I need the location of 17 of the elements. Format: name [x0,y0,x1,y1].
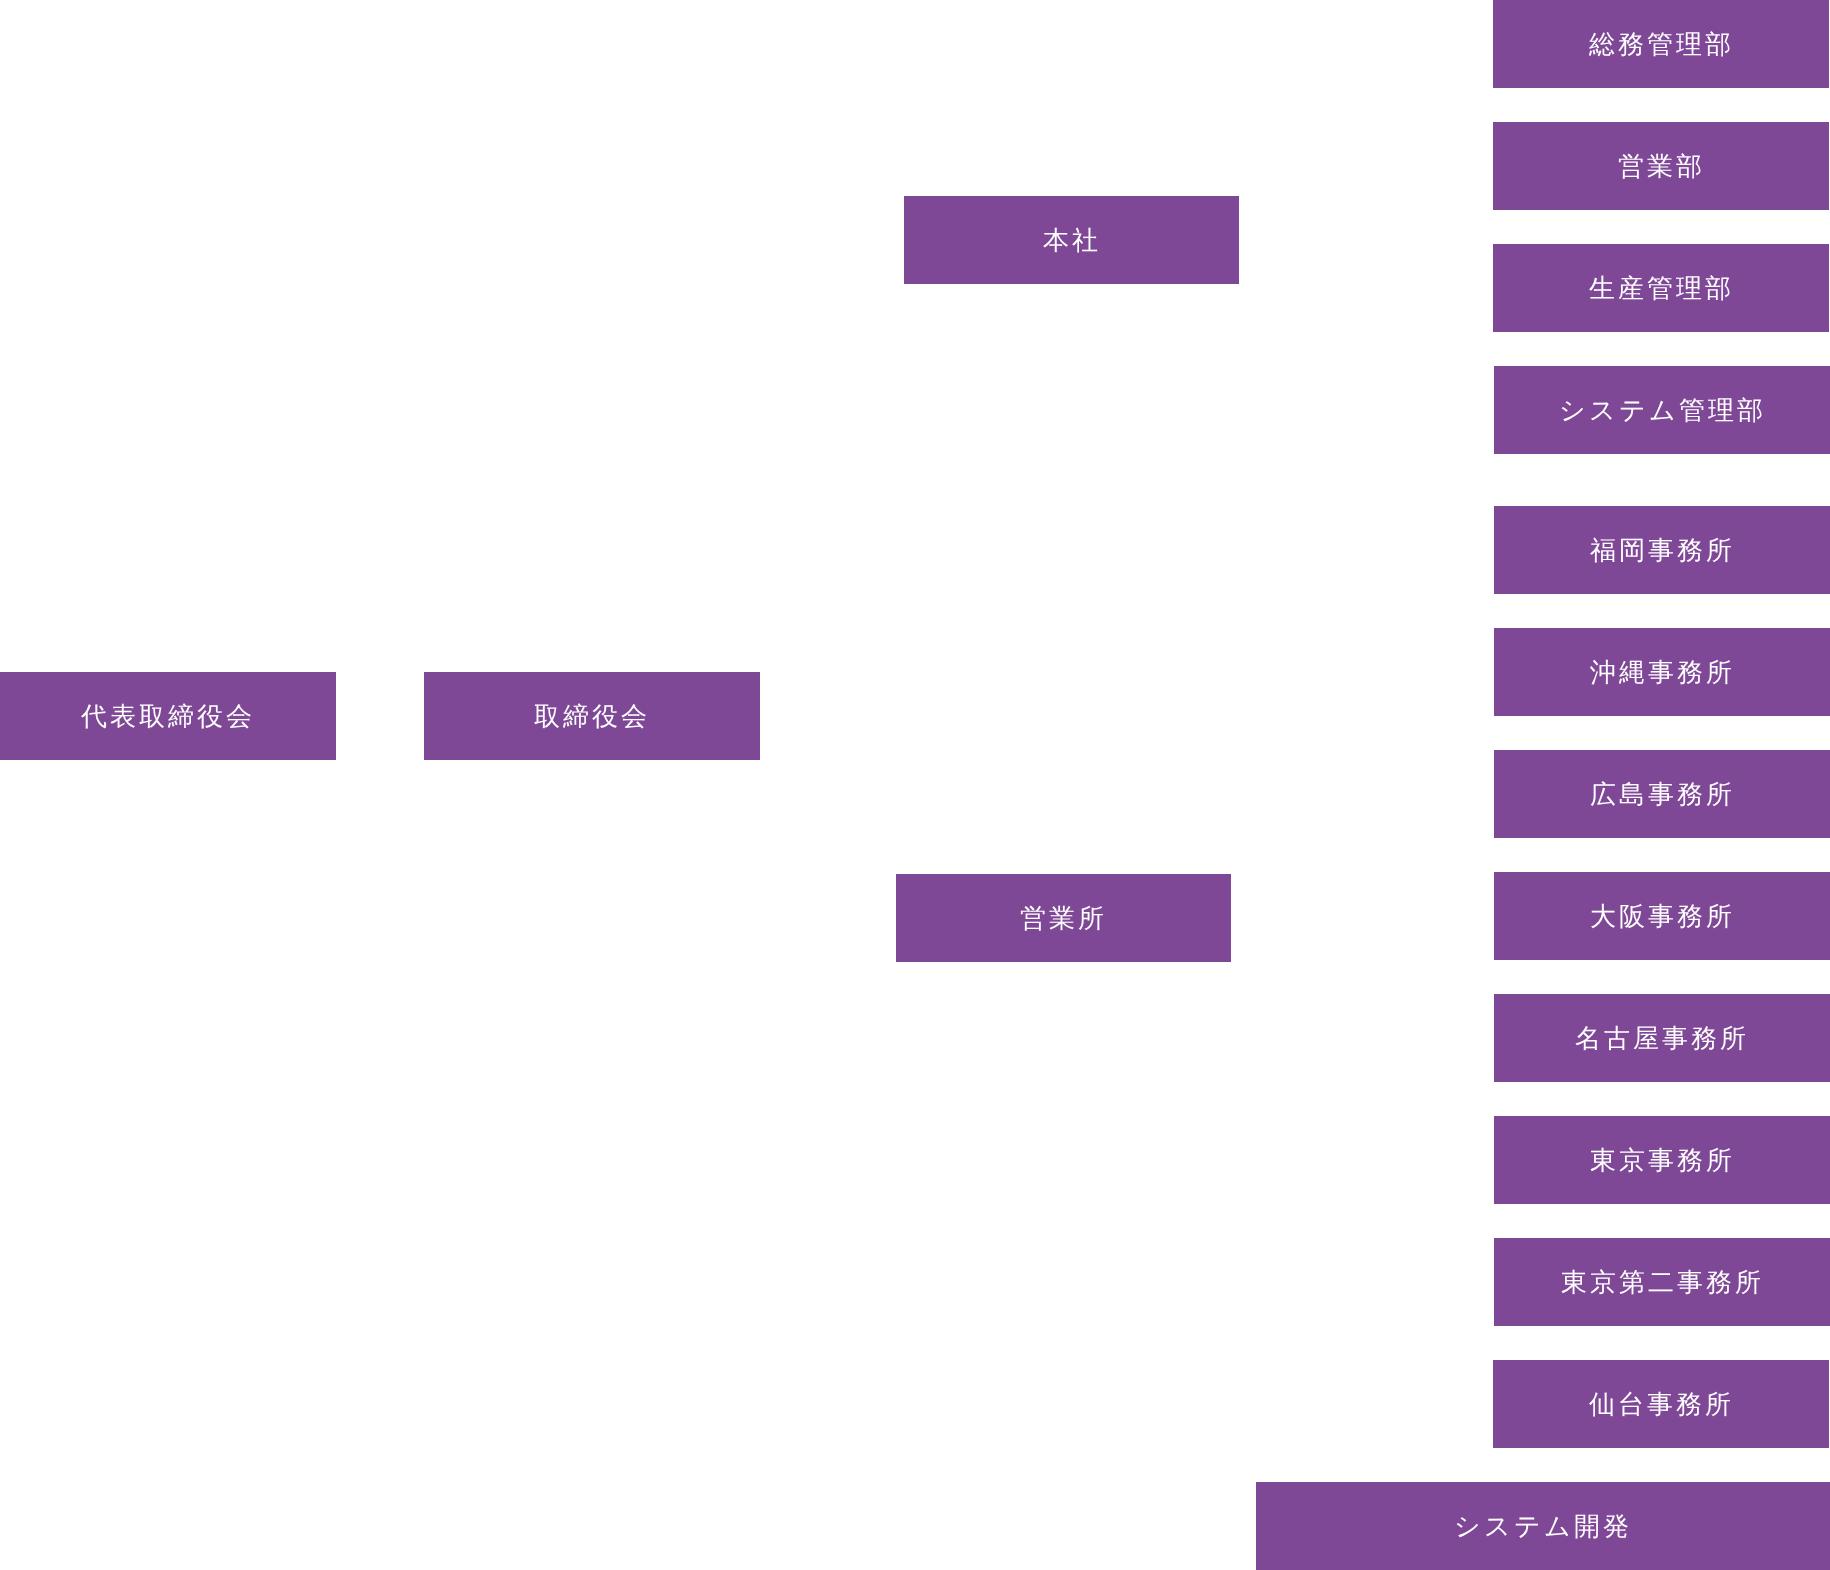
department-box: 仙台事務所 [1493,1360,1829,1448]
department-box: 取締役会 [424,672,760,760]
department-box: 営業所 [896,874,1231,962]
department-box: 生産管理部 [1493,244,1829,332]
department-box: 名古屋事務所 [1494,994,1830,1082]
department-box: 東京事務所 [1494,1116,1830,1204]
department-box: システム開発 [1256,1482,1830,1570]
department-box: 本社 [904,196,1239,284]
department-box: システム管理部 [1494,366,1830,454]
department-box: 大阪事務所 [1494,872,1830,960]
department-box: 総務管理部 [1493,0,1829,88]
department-box: 東京第二事務所 [1494,1238,1830,1326]
department-box: 福岡事務所 [1494,506,1830,594]
department-box: 営業部 [1493,122,1829,210]
department-box: 沖縄事務所 [1494,628,1830,716]
department-box: 広島事務所 [1494,750,1830,838]
department-box: 代表取締役会 [0,672,336,760]
